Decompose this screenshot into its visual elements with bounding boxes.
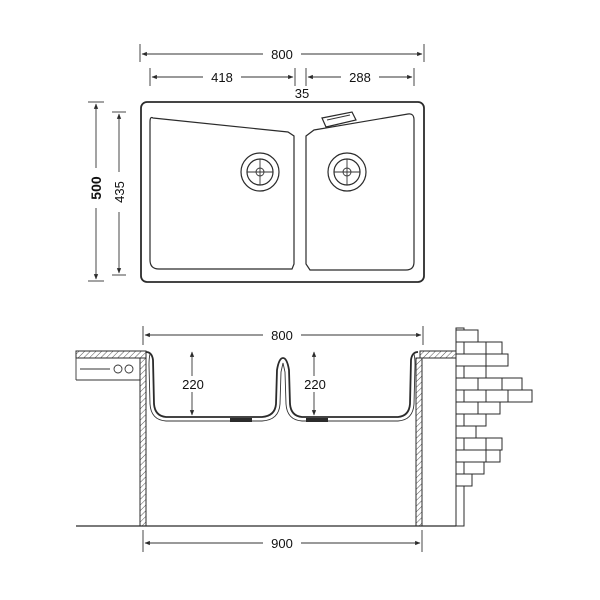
- section-view: 800 220: [75, 326, 533, 552]
- overall-width-label: 800: [271, 47, 293, 62]
- dimension-right-bowl-width: 288: [305, 68, 415, 86]
- dimension-overall-depth: 500: [88, 101, 104, 282]
- dimension-right-bowl-depth: 220: [298, 351, 332, 416]
- inner-depth-label: 435: [112, 181, 127, 203]
- dimension-left-bowl-width: 418: [149, 68, 296, 86]
- right-drain-section: [306, 418, 328, 422]
- drawer-knob: [124, 364, 134, 374]
- right-bowl-depth-label: 220: [304, 377, 326, 392]
- drawer-knob: [113, 364, 123, 374]
- dimension-inner-depth: 435: [111, 111, 127, 276]
- top-view: 800 418 288 35 500: [88, 44, 425, 283]
- divider-width-label: 35: [295, 86, 309, 101]
- right-bowl-width-label: 288: [349, 70, 371, 85]
- drawer-front: [75, 358, 140, 381]
- right-drain: [327, 152, 367, 192]
- cabinet-width-label: 900: [271, 536, 293, 551]
- countertop-left: [75, 350, 147, 359]
- dimension-left-bowl-depth: 220: [176, 351, 210, 416]
- dimension-cabinet-width: 900: [142, 530, 423, 552]
- sink-section-inner: [148, 353, 416, 422]
- right-bowl-outline: [305, 113, 415, 271]
- left-drain: [240, 152, 280, 192]
- left-bowl-width-label: 418: [211, 70, 233, 85]
- sink-section-outer: [145, 351, 419, 418]
- cabinet-wall-right: [415, 357, 423, 527]
- left-bowl-outline: [149, 116, 295, 270]
- dimension-sink-width: 800: [142, 326, 424, 345]
- cabinet-wall-left: [139, 357, 147, 527]
- dimension-overall-width: 800: [139, 44, 425, 62]
- sink-outer-outline: [140, 101, 425, 283]
- left-bowl-depth-label: 220: [182, 377, 204, 392]
- left-drain-section: [230, 418, 252, 422]
- brick-wall: [455, 327, 533, 527]
- countertop-right: [419, 350, 457, 359]
- overflow-slot: [321, 111, 357, 128]
- overall-depth-label: 500: [88, 176, 104, 200]
- sink-width-label: 800: [271, 328, 293, 343]
